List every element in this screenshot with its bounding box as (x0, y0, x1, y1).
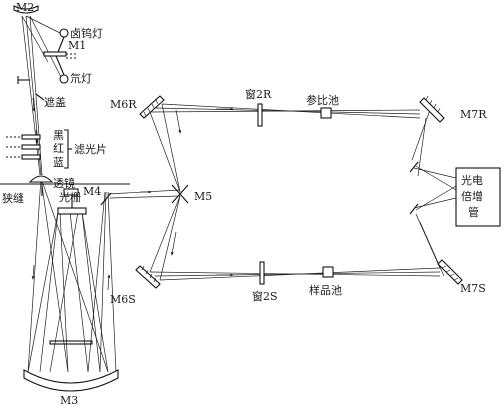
shutter: 遮盖 (17, 76, 66, 109)
monochromator-rays (21, 15, 117, 373)
label-m6s: M6S (110, 293, 136, 306)
reference-arm-rays (149, 103, 431, 193)
label-m6r: M6R (110, 98, 137, 111)
label-lamp-halogen: 卤钨灯 (70, 27, 103, 40)
lamp-halogen: 卤钨灯 (57, 27, 103, 53)
slit: 狭缝 (0, 183, 130, 205)
label-m5: M5 (194, 190, 212, 203)
mirror-m4: M4 (83, 185, 112, 206)
label-filter-blue: 蓝 (53, 156, 64, 169)
mirror-m1: M1 (43, 39, 86, 59)
lens: 透镜 (28, 175, 75, 190)
label-m2: M2 (16, 1, 34, 14)
reference-cell: 参比池 (306, 93, 339, 119)
beam-to-m5 (107, 189, 181, 199)
label-m7s: M7S (460, 282, 486, 295)
label-lens: 透镜 (53, 176, 75, 190)
label-m4: M4 (83, 185, 101, 198)
window-2r: 窗2R (245, 87, 272, 127)
label-m7r: M7R (460, 108, 487, 121)
filter-set: 黑 红 蓝 滤光片 (6, 129, 107, 169)
sample-arm-rays (149, 195, 445, 281)
label-filters: 滤光片 (74, 142, 107, 156)
label-pmt-line2: 倍增 (461, 189, 483, 203)
sample-cell: 样品池 (309, 266, 342, 297)
label-pmt-line3: 管 (468, 205, 479, 219)
mirror-m6r: M6R (110, 95, 165, 119)
grating: 光栅 (57, 188, 87, 215)
mirror-m7s: M7S (437, 259, 486, 295)
window-2s: 窗2S (252, 261, 278, 303)
label-reference-cell: 参比池 (306, 93, 339, 107)
lamp-deuterium: 氘灯 (55, 55, 92, 85)
mirror-m7r: M7R (419, 95, 487, 123)
label-m3: M3 (60, 394, 78, 407)
pmt-feed-mirrors (409, 161, 457, 215)
label-sample-cell: 样品池 (309, 283, 342, 297)
label-slit: 狭缝 (2, 191, 24, 205)
mirror-m5: M5 (171, 184, 212, 204)
mirror-m6s: M6S (110, 265, 161, 306)
label-m1: M1 (68, 39, 86, 52)
label-window-2r: 窗2R (245, 87, 272, 101)
label-lamp-deuterium: 氘灯 (70, 71, 92, 85)
label-shutter: 遮盖 (44, 95, 66, 109)
label-pmt-line1: 光电 (461, 173, 483, 187)
label-filter-red: 红 (53, 142, 64, 155)
photomultiplier-tube: 光电 倍增 管 (455, 167, 501, 227)
label-window-2s: 窗2S (252, 289, 278, 303)
mirror-m3: M3 (23, 340, 119, 407)
label-grating: 光栅 (59, 190, 81, 204)
mirror-m2: M2 (13, 1, 39, 14)
label-filter-black: 黑 (53, 129, 64, 142)
